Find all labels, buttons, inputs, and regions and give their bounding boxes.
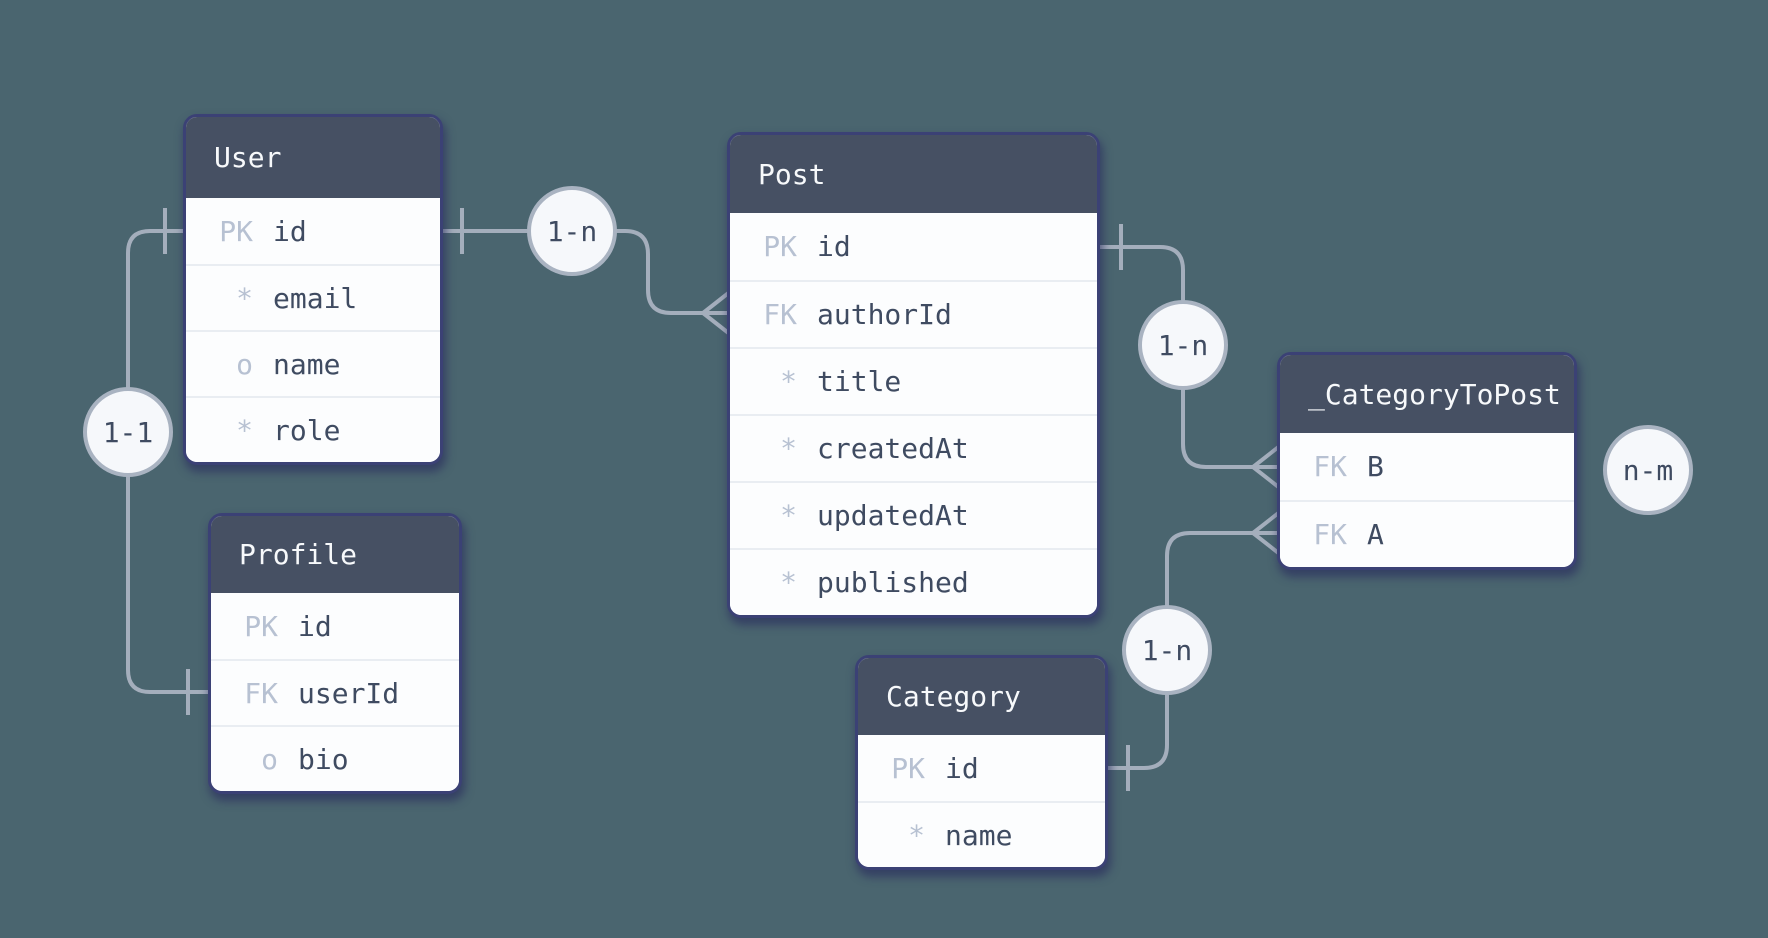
field-name: name [945,818,1013,852]
field-name: createdAt [817,432,969,465]
key-indicator: FK [1313,450,1347,483]
field-name: id [817,230,851,263]
field-name: role [273,413,341,447]
key-indicator: PK [763,230,797,263]
table-row: * createdAt [730,414,1097,481]
entity-table-post: Post PK id FK authorId * title * created… [727,132,1100,618]
table-row: o bio [211,725,459,791]
table-row: * updatedAt [730,481,1097,548]
key-indicator: * [236,281,253,315]
cardinality-badge-user-post: 1-n [527,186,617,276]
table-row: o name [186,330,440,396]
table-row: FK A [1280,500,1574,567]
key-indicator: * [780,365,797,398]
field-name: title [817,365,902,398]
cardinality-badge-post-categorytopost: 1-n [1138,300,1228,390]
entity-table-user: User PK id * email o name * role [183,114,443,465]
table-row: PK id [211,593,459,659]
key-indicator: FK [244,676,278,710]
field-name: id [298,609,332,643]
field-name: authorId [817,298,952,331]
table-row: * role [186,396,440,462]
key-indicator: * [908,818,925,852]
key-indicator: FK [1313,518,1347,551]
entity-table-categorytopost: _CategoryToPost FK B FK A [1277,352,1577,570]
table-row: FK userId [211,659,459,725]
key-indicator: * [780,566,797,599]
field-name: A [1367,518,1384,551]
cardinality-badge-many-to-many: n-m [1603,425,1693,515]
field-name: name [273,347,341,381]
key-indicator: FK [763,298,797,331]
field-name: B [1367,450,1384,483]
relationship-line-user-post [443,208,736,337]
table-title: Category [858,658,1105,735]
field-name: bio [298,742,349,776]
key-indicator: PK [244,609,278,643]
table-row: * email [186,264,440,330]
field-name: published [817,566,969,599]
table-row: PK id [858,735,1105,801]
cardinality-badge-user-profile: 1-1 [83,387,173,477]
entity-table-profile: Profile PK id FK userId o bio [208,513,462,794]
table-row: * name [858,801,1105,867]
field-name: id [273,214,307,248]
table-title: _CategoryToPost [1280,355,1574,433]
entity-table-category: Category PK id * name [855,655,1108,870]
key-indicator: o [261,742,278,776]
table-row: PK id [730,213,1097,280]
field-name: userId [298,676,400,710]
key-indicator: * [780,499,797,532]
table-row: * published [730,548,1097,615]
key-indicator: * [236,413,253,447]
table-title: Post [730,135,1097,213]
field-name: id [945,751,979,785]
table-title: Profile [211,516,459,593]
table-row: FK B [1280,433,1574,500]
table-row: * title [730,347,1097,414]
key-indicator: * [780,432,797,465]
table-row: FK authorId [730,280,1097,347]
table-row: PK id [186,198,440,264]
key-indicator: PK [219,214,253,248]
table-title: User [186,117,440,198]
cardinality-badge-category-categorytopost: 1-n [1122,605,1212,695]
key-indicator: o [236,347,253,381]
field-name: updatedAt [817,499,969,532]
field-name: email [273,281,358,315]
key-indicator: PK [891,751,925,785]
